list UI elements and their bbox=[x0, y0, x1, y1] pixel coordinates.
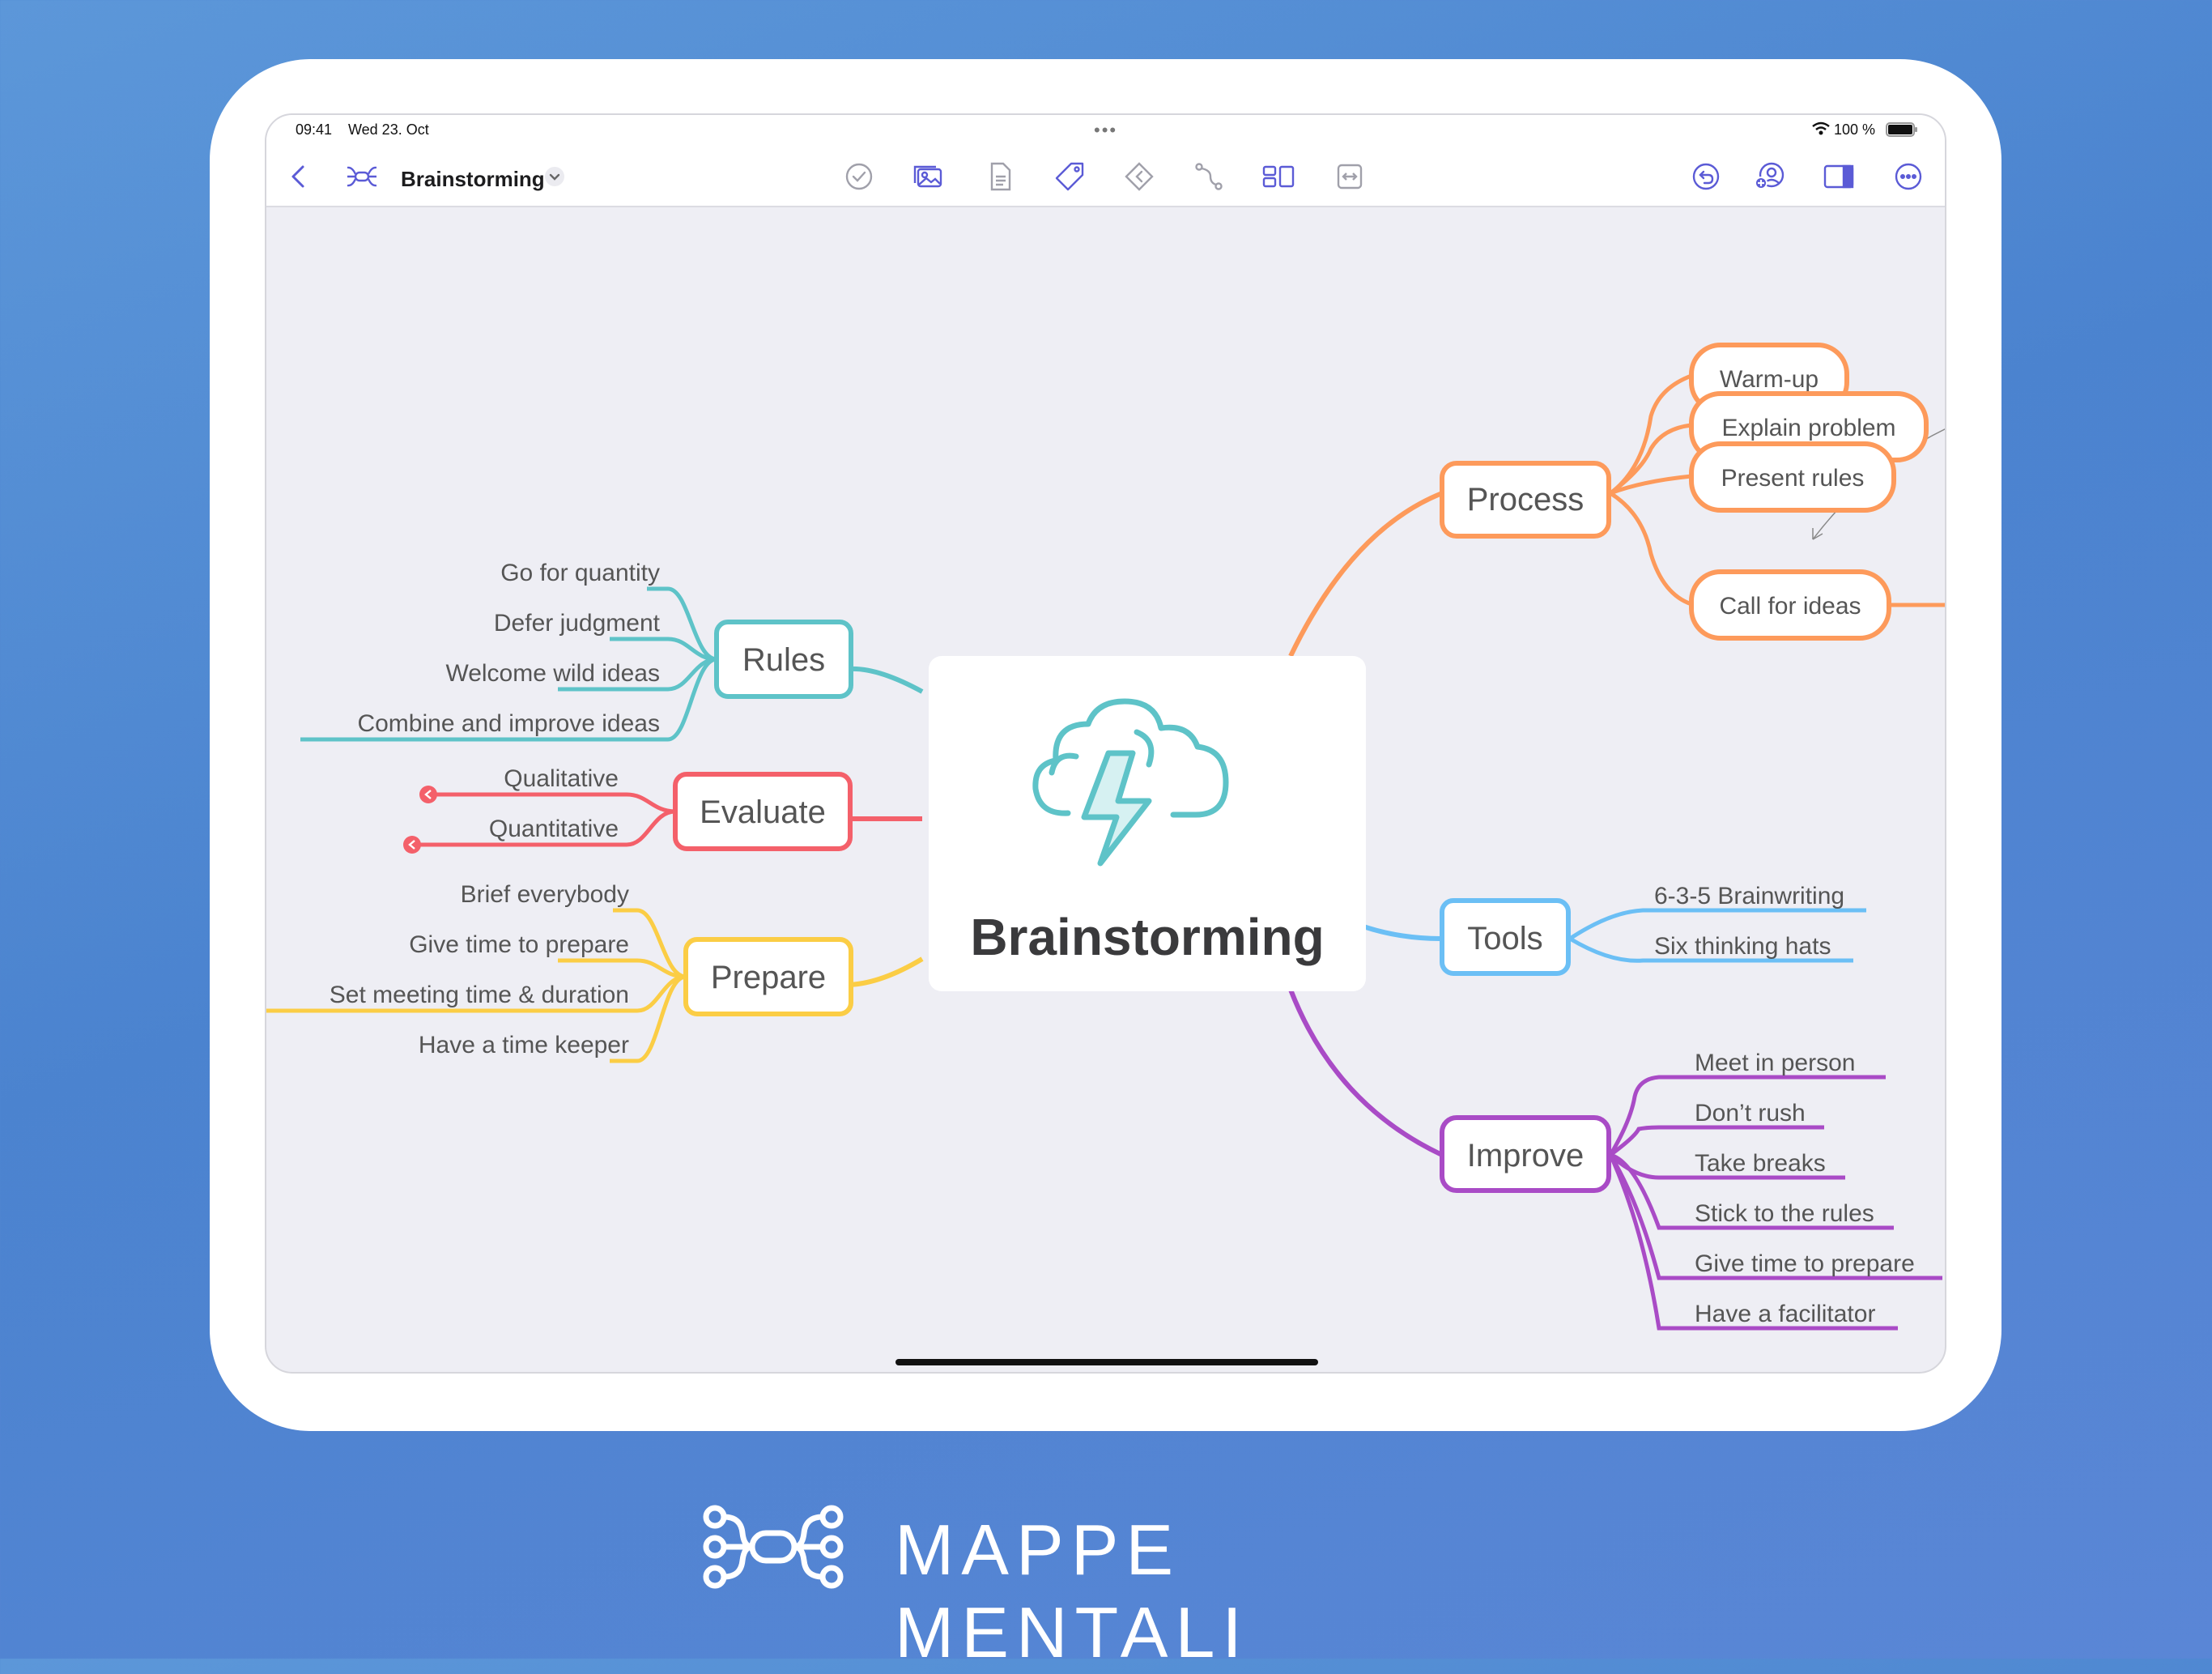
evaluate-leaf-connector bbox=[412, 809, 676, 847]
document-title[interactable]: Brainstorming bbox=[401, 167, 545, 191]
back-icon[interactable] bbox=[281, 159, 317, 194]
multitask-dots-icon[interactable]: ••• bbox=[1094, 120, 1118, 140]
tag-icon[interactable] bbox=[1052, 159, 1087, 194]
battery-icon bbox=[1886, 122, 1918, 141]
connector-improve bbox=[1288, 988, 1444, 1157]
evaluate-leaf-1[interactable]: Quantitative bbox=[489, 816, 619, 842]
collaborate-icon[interactable] bbox=[1751, 159, 1787, 194]
storm-cloud-icon bbox=[1032, 698, 1229, 867]
improve-leaf-prepare[interactable]: Give time to prepare bbox=[1695, 1250, 1915, 1277]
rules-leaf-connector bbox=[300, 657, 717, 742]
undo-icon[interactable] bbox=[1688, 159, 1724, 194]
connector-tools bbox=[1363, 924, 1443, 941]
rules-leaf-1[interactable]: Defer judgment bbox=[494, 610, 661, 637]
home-indicator bbox=[895, 1359, 1318, 1365]
toolbar: Brainstorming bbox=[266, 149, 1945, 207]
process-node-explain-label: Explain problem bbox=[1721, 415, 1895, 441]
status-time: 09:41 bbox=[296, 121, 333, 138]
more-icon[interactable] bbox=[1891, 159, 1926, 194]
connector-rules bbox=[849, 666, 924, 694]
prepare-leaf-0[interactable]: Brief everybody bbox=[461, 881, 629, 908]
sidebar-icon[interactable] bbox=[1821, 159, 1857, 194]
prepare-leaf-3[interactable]: Have a time keeper bbox=[419, 1032, 629, 1058]
branch-process[interactable]: Process Warm-up Explain problem Present … bbox=[1440, 343, 1946, 641]
evaluate-leaf-connector bbox=[428, 792, 676, 814]
branch-rules-label: Rules bbox=[742, 642, 825, 678]
battery-percent: 100 % bbox=[1834, 121, 1876, 138]
prepare-leaf-connector bbox=[610, 974, 687, 1063]
fit-icon[interactable] bbox=[1332, 159, 1368, 194]
branch-improve-label: Improve bbox=[1467, 1138, 1585, 1174]
wifi-icon bbox=[1811, 121, 1831, 140]
central-node-label: Brainstorming bbox=[970, 908, 1324, 966]
mindmap-icon[interactable] bbox=[344, 159, 380, 194]
rules-leaf-connector bbox=[647, 586, 717, 662]
checkmark-icon[interactable] bbox=[841, 159, 877, 194]
note-icon[interactable] bbox=[982, 159, 1018, 194]
prepare-leaf-1[interactable]: Give time to prepare bbox=[409, 931, 629, 958]
mindmap-canvas[interactable]: Process Warm-up Explain problem Present … bbox=[266, 206, 1946, 1372]
prepare-leaf-2[interactable]: Set meeting time & duration bbox=[330, 982, 629, 1008]
central-node[interactable] bbox=[929, 656, 1366, 991]
rules-leaf-0[interactable]: Go for quantity bbox=[500, 560, 660, 586]
branch-evaluate-node[interactable] bbox=[673, 772, 853, 851]
status-date: Wed 23. Oct bbox=[348, 121, 429, 138]
process-node-warmup-label: Warm-up bbox=[1720, 366, 1819, 393]
chevron-down-icon[interactable] bbox=[543, 165, 566, 188]
branch-tools-label: Tools bbox=[1467, 921, 1542, 956]
branch-evaluate-label: Evaluate bbox=[700, 794, 826, 830]
status-bar: 09:41 Wed 23. Oct ••• 100 % bbox=[266, 115, 1945, 149]
process-node-call-label: Call for ideas bbox=[1719, 593, 1861, 620]
branch-prepare-node[interactable] bbox=[683, 937, 853, 1016]
process-node-rules-label: Present rules bbox=[1721, 465, 1865, 492]
branch-improve[interactable]: Improve Meet in person Don’t rush Take b… bbox=[1440, 1050, 1942, 1331]
improve-leaf-breaks[interactable]: Take breaks bbox=[1695, 1150, 1826, 1177]
branch-tools[interactable]: Tools 6-3-5 Brainwriting Six thinking ha… bbox=[1440, 883, 1866, 976]
improve-leaf-meet[interactable]: Meet in person bbox=[1695, 1050, 1855, 1076]
image-icon[interactable] bbox=[911, 159, 946, 194]
brand-footer: MAPPE MENTALI bbox=[700, 1502, 1518, 1672]
branch-rules-node[interactable] bbox=[714, 620, 853, 699]
relation-icon[interactable] bbox=[1191, 159, 1227, 194]
tools-leaf-brainwriting[interactable]: 6-3-5 Brainwriting bbox=[1654, 883, 1844, 909]
brand-name: MAPPE MENTALI bbox=[895, 1510, 1249, 1672]
connector-process bbox=[1288, 491, 1444, 658]
app-screen: 09:41 Wed 23. Oct ••• 100 % Brainstormin… bbox=[265, 113, 1946, 1374]
improve-leaf-rush[interactable]: Don’t rush bbox=[1695, 1100, 1806, 1127]
link-icon[interactable] bbox=[1121, 159, 1157, 194]
layout-icon[interactable] bbox=[1261, 159, 1296, 194]
prepare-leaf-connector bbox=[613, 908, 687, 979]
process-node-call[interactable] bbox=[1689, 569, 1891, 641]
collapse-icon[interactable] bbox=[403, 836, 421, 854]
improve-leaf-stick[interactable]: Stick to the rules bbox=[1695, 1200, 1874, 1227]
improve-leaf-facilitator[interactable]: Have a facilitator bbox=[1695, 1301, 1875, 1327]
connector-prepare bbox=[849, 956, 924, 987]
collapse-icon[interactable] bbox=[419, 786, 437, 803]
rules-leaf-2[interactable]: Welcome wild ideas bbox=[445, 660, 660, 687]
rules-leaf-3[interactable]: Combine and improve ideas bbox=[357, 710, 660, 737]
branch-prepare-label: Prepare bbox=[711, 960, 826, 995]
process-node-rules[interactable] bbox=[1689, 441, 1896, 513]
tools-leaf-hats[interactable]: Six thinking hats bbox=[1654, 933, 1831, 960]
evaluate-leaf-0[interactable]: Qualitative bbox=[504, 765, 619, 792]
mindmap-logo-icon bbox=[703, 1505, 844, 1589]
prepare-leaf-connector bbox=[558, 958, 687, 979]
branch-process-label: Process bbox=[1467, 482, 1585, 518]
